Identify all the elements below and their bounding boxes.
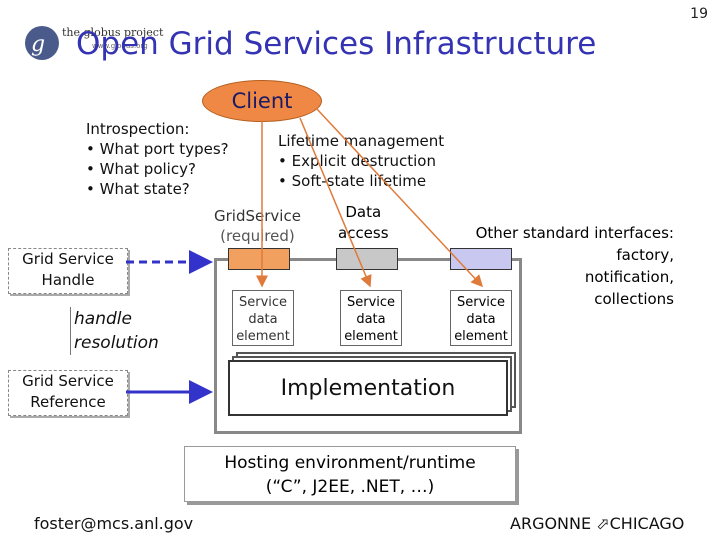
handle-resolution-label: handle resolution bbox=[74, 307, 159, 355]
hosting-line: (“C”, J2EE, .NET, …) bbox=[265, 477, 435, 497]
sde-line: data bbox=[248, 312, 278, 327]
grid-service-handle-box: Grid Service Handle bbox=[8, 248, 128, 294]
implementation-box: Implementation bbox=[228, 360, 508, 416]
gridservice-name: GridService bbox=[214, 207, 301, 225]
sde-line: Service bbox=[346, 295, 396, 310]
globus-logo-mark: g the globus project www.globus.org bbox=[25, 26, 164, 60]
svg-text:the globus project: the globus project bbox=[62, 26, 164, 39]
introspection-item: • What state? bbox=[86, 180, 190, 198]
lifetime-notes: Lifetime management • Explicit destructi… bbox=[278, 131, 444, 191]
hosting-line: Hosting environment/runtime bbox=[224, 453, 476, 473]
slide-title: Open Grid Services Infrastructure bbox=[76, 26, 597, 62]
other-interfaces-line: collections bbox=[594, 290, 674, 308]
grid-service-reference-box: Grid Service Reference bbox=[8, 370, 128, 416]
globus-logo: g the globus project www.globus.org bbox=[22, 18, 192, 68]
svg-text:g: g bbox=[31, 32, 45, 57]
reference-line: Grid Service bbox=[22, 372, 114, 390]
other-interfaces-port bbox=[450, 248, 512, 270]
data-access-line: access bbox=[338, 224, 389, 242]
sde-line: element bbox=[344, 329, 398, 344]
svg-text:www.globus.org: www.globus.org bbox=[92, 42, 148, 50]
gridservice-port bbox=[228, 248, 290, 270]
sde-line: element bbox=[454, 329, 508, 344]
lifetime-heading: Lifetime management bbox=[278, 132, 445, 150]
footer-org-left: ARGONNE bbox=[510, 514, 592, 533]
lifetime-item: • Soft-state lifetime bbox=[278, 172, 427, 190]
slide-number: 19 bbox=[690, 6, 708, 22]
footer-email: foster@mcs.anl.gov bbox=[34, 514, 194, 533]
footer-org: ARGONNE ⬀CHICAGO bbox=[510, 514, 684, 533]
gridservice-port-label: GridService (required) bbox=[214, 206, 301, 246]
other-interfaces-line: factory, bbox=[616, 246, 674, 264]
sde-line: element bbox=[236, 329, 290, 344]
other-interfaces-line: notification, bbox=[584, 268, 674, 286]
data-access-port-label: Data access bbox=[338, 202, 389, 244]
introspection-notes: Introspection: • What port types? • What… bbox=[86, 119, 229, 199]
introspection-heading: Introspection: bbox=[86, 120, 190, 138]
client-node: Client bbox=[202, 80, 322, 122]
gridservice-required: (required) bbox=[220, 227, 295, 245]
handle-line: Handle bbox=[41, 271, 95, 289]
handle-resolution-line: resolution bbox=[74, 333, 159, 353]
sde-line: data bbox=[356, 312, 386, 327]
hosting-environment-box: Hosting environment/runtime (“C”, J2EE, … bbox=[184, 446, 516, 502]
sde-line: data bbox=[466, 312, 496, 327]
northeast-arrow-icon: ⬀ bbox=[596, 514, 610, 533]
lifetime-item: • Explicit destruction bbox=[278, 152, 436, 170]
service-data-element: Service data element bbox=[340, 290, 402, 346]
introspection-item: • What port types? bbox=[86, 140, 229, 158]
implementation-label: Implementation bbox=[280, 376, 456, 401]
sde-line: Service bbox=[238, 295, 288, 310]
other-interfaces-line: Other standard interfaces: bbox=[475, 224, 674, 242]
handle-line: Grid Service bbox=[22, 250, 114, 268]
sde-line: Service bbox=[456, 295, 506, 310]
client-label: Client bbox=[231, 89, 293, 113]
handle-resolution-line: handle bbox=[74, 309, 132, 329]
service-data-element: Service data element bbox=[232, 290, 294, 346]
data-access-port bbox=[336, 248, 398, 270]
introspection-item: • What policy? bbox=[86, 160, 196, 178]
data-access-line: Data bbox=[345, 203, 382, 221]
footer-org-right: CHICAGO bbox=[609, 514, 685, 533]
handle-resolution-bar bbox=[70, 307, 71, 355]
reference-line: Reference bbox=[30, 393, 106, 411]
other-interfaces-label: Other standard interfaces: factory, noti… bbox=[420, 222, 674, 310]
service-data-element: Service data element bbox=[450, 290, 512, 346]
